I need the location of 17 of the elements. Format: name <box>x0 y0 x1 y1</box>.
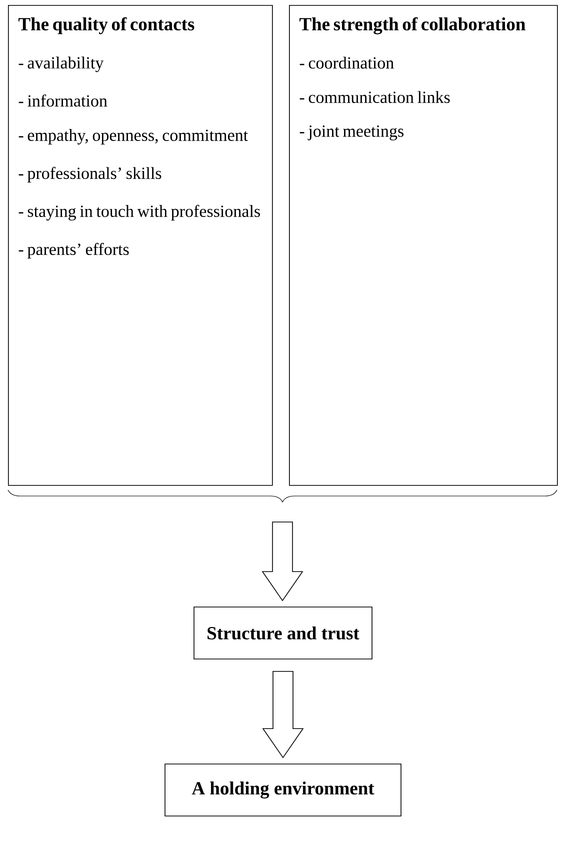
list-box <box>8 5 273 486</box>
list-item: - availability <box>18 56 104 72</box>
list-item: - joint meetings <box>300 125 404 140</box>
list-item: - empathy, openness, commitment <box>18 129 248 144</box>
list-item: - professionals’ skills <box>18 166 162 182</box>
process-box: Structure and trust <box>194 606 372 660</box>
list-item: - staying in touch with professionals <box>18 204 260 221</box>
block-arrow <box>262 522 304 602</box>
block-arrow <box>262 671 304 758</box>
list-item: - information <box>18 94 108 107</box>
list-item: - parents’ efforts <box>18 242 129 258</box>
list-box <box>289 5 558 486</box>
box-heading: The quality of contacts <box>18 17 194 34</box>
box-heading: The strength of collaboration <box>299 17 526 34</box>
list-item: - coordination <box>300 56 394 69</box>
list-item: - communication links <box>300 91 450 104</box>
process-box: A holding environment <box>164 764 402 816</box>
